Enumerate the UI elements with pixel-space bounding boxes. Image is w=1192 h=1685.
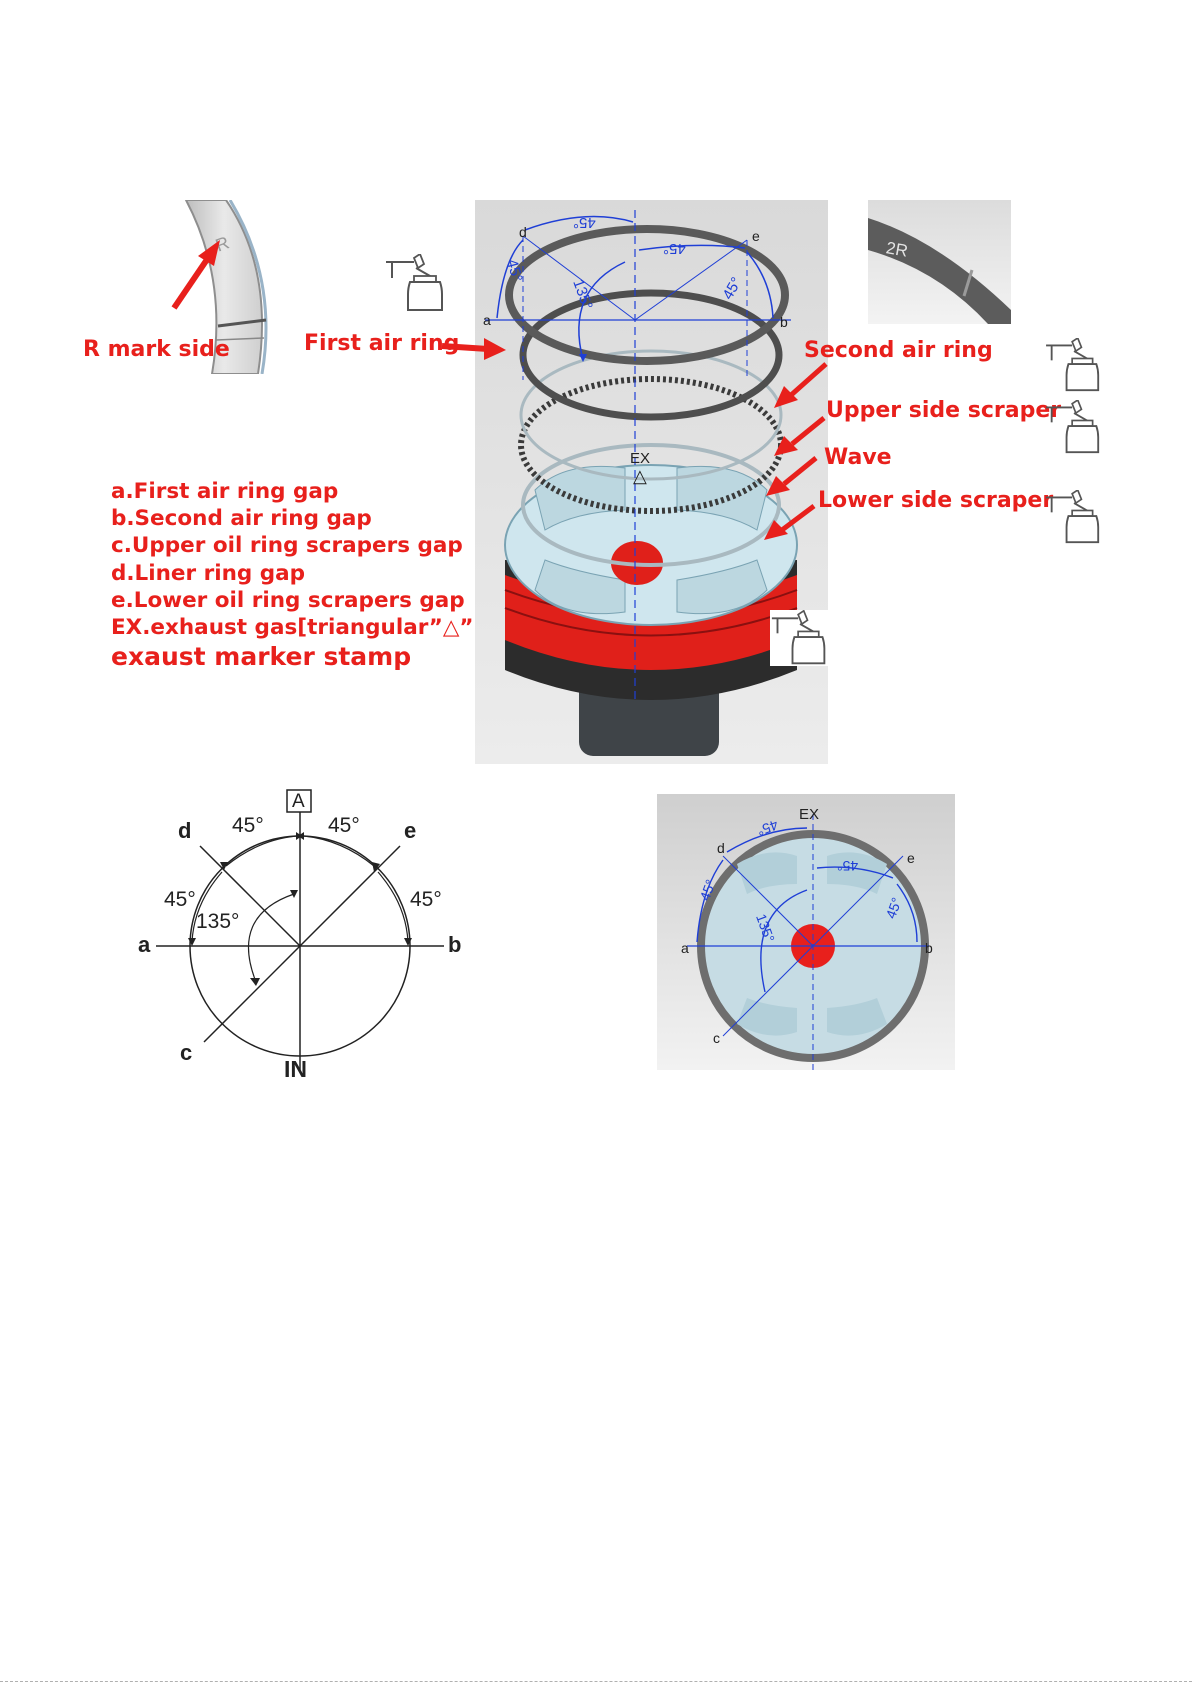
top-view-gap-b: b: [925, 940, 933, 956]
oil-can-icon: [1044, 336, 1104, 392]
legend-item-ex: EX.exhaust gas[triangular”△”: [111, 615, 474, 640]
second-air-ring-label: Second air ring: [804, 338, 993, 363]
piston-gap-a: a: [483, 312, 491, 328]
piston-angle-top-left: 45°: [573, 214, 596, 231]
top-view-gap-d: d: [717, 840, 725, 856]
schematic-angle-left: 45°: [164, 888, 196, 911]
schematic-gap-c: c: [180, 1040, 193, 1065]
lower-side-scraper-arrow: [764, 504, 816, 540]
first-air-ring-label: First air ring: [304, 331, 460, 356]
schematic-in-label: IN: [284, 1056, 307, 1082]
top-view-angle-top-right: 45°: [837, 858, 859, 874]
piston-top-view-render: EX d e a b c 45° 45° 45° 45° 135°: [657, 794, 955, 1070]
schematic-box-a: A: [292, 791, 305, 812]
gap-position-schematic: A d e a b c IN 45° 45° 45° 45° 135°: [130, 786, 470, 1086]
piston-triangle-stamp: △: [633, 466, 647, 486]
top-view-gap-c: c: [713, 1030, 720, 1046]
top-view-ex-label: EX: [799, 806, 820, 823]
schematic-gap-b: b: [448, 932, 462, 957]
r-mark-side-label: R mark side: [83, 337, 230, 362]
top-view-gap-a: a: [681, 940, 689, 956]
piston-gap-e: e: [752, 228, 760, 244]
oil-can-icon: [1044, 398, 1104, 454]
legend-item-c: c.Upper oil ring scrapers gap: [111, 533, 463, 558]
2r-mark-text: 2R: [884, 238, 910, 261]
legend-item-stamp: exaust marker stamp: [111, 642, 412, 671]
upper-side-scraper-label: Upper side scraper: [826, 398, 1062, 423]
piston-angle-top-right: 45°: [663, 240, 686, 257]
schematic-gap-a: a: [138, 932, 151, 957]
page-bottom-divider: [0, 1681, 1192, 1682]
schematic-gap-e: e: [404, 818, 417, 843]
top-view-gap-e: e: [907, 850, 915, 866]
schematic-angle-top-right: 45°: [328, 814, 360, 837]
piston-gap-b: b: [780, 314, 788, 330]
schematic-angle-top-left: 45°: [232, 814, 264, 837]
legend-item-e: e.Lower oil ring scrapers gap: [111, 588, 465, 613]
legend-item-b: b.Second air ring gap: [111, 506, 372, 531]
r-mark-arrow: [171, 240, 220, 310]
schematic-angle-right: 45°: [410, 888, 442, 911]
oil-can-icon: [384, 252, 448, 312]
second-air-ring-arrow: [774, 362, 828, 408]
upper-side-scraper-arrow: [774, 416, 826, 456]
r-mark-ring-image: R: [176, 200, 284, 374]
oil-can-icon: [770, 609, 830, 666]
2r-mark-ring-image: 2R: [868, 200, 1011, 324]
wave-arrow: [766, 456, 818, 496]
schematic-gap-d: d: [178, 818, 192, 843]
wave-label: Wave: [824, 445, 892, 470]
legend-item-d: d.Liner ring gap: [111, 561, 306, 586]
lower-side-scraper-label: Lower side scraper: [818, 488, 1054, 513]
schematic-angle-135: 135°: [196, 910, 240, 933]
oil-can-icon: [1044, 488, 1104, 544]
piston-ex-label: EX: [630, 450, 651, 467]
piston-exploded-render: d e a b 45° 45° 45° 45° 135° EX △: [475, 200, 828, 764]
piston-gap-d: d: [519, 224, 527, 240]
first-air-ring-arrow: [441, 338, 506, 360]
legend-item-a: a.First air ring gap: [111, 479, 339, 504]
